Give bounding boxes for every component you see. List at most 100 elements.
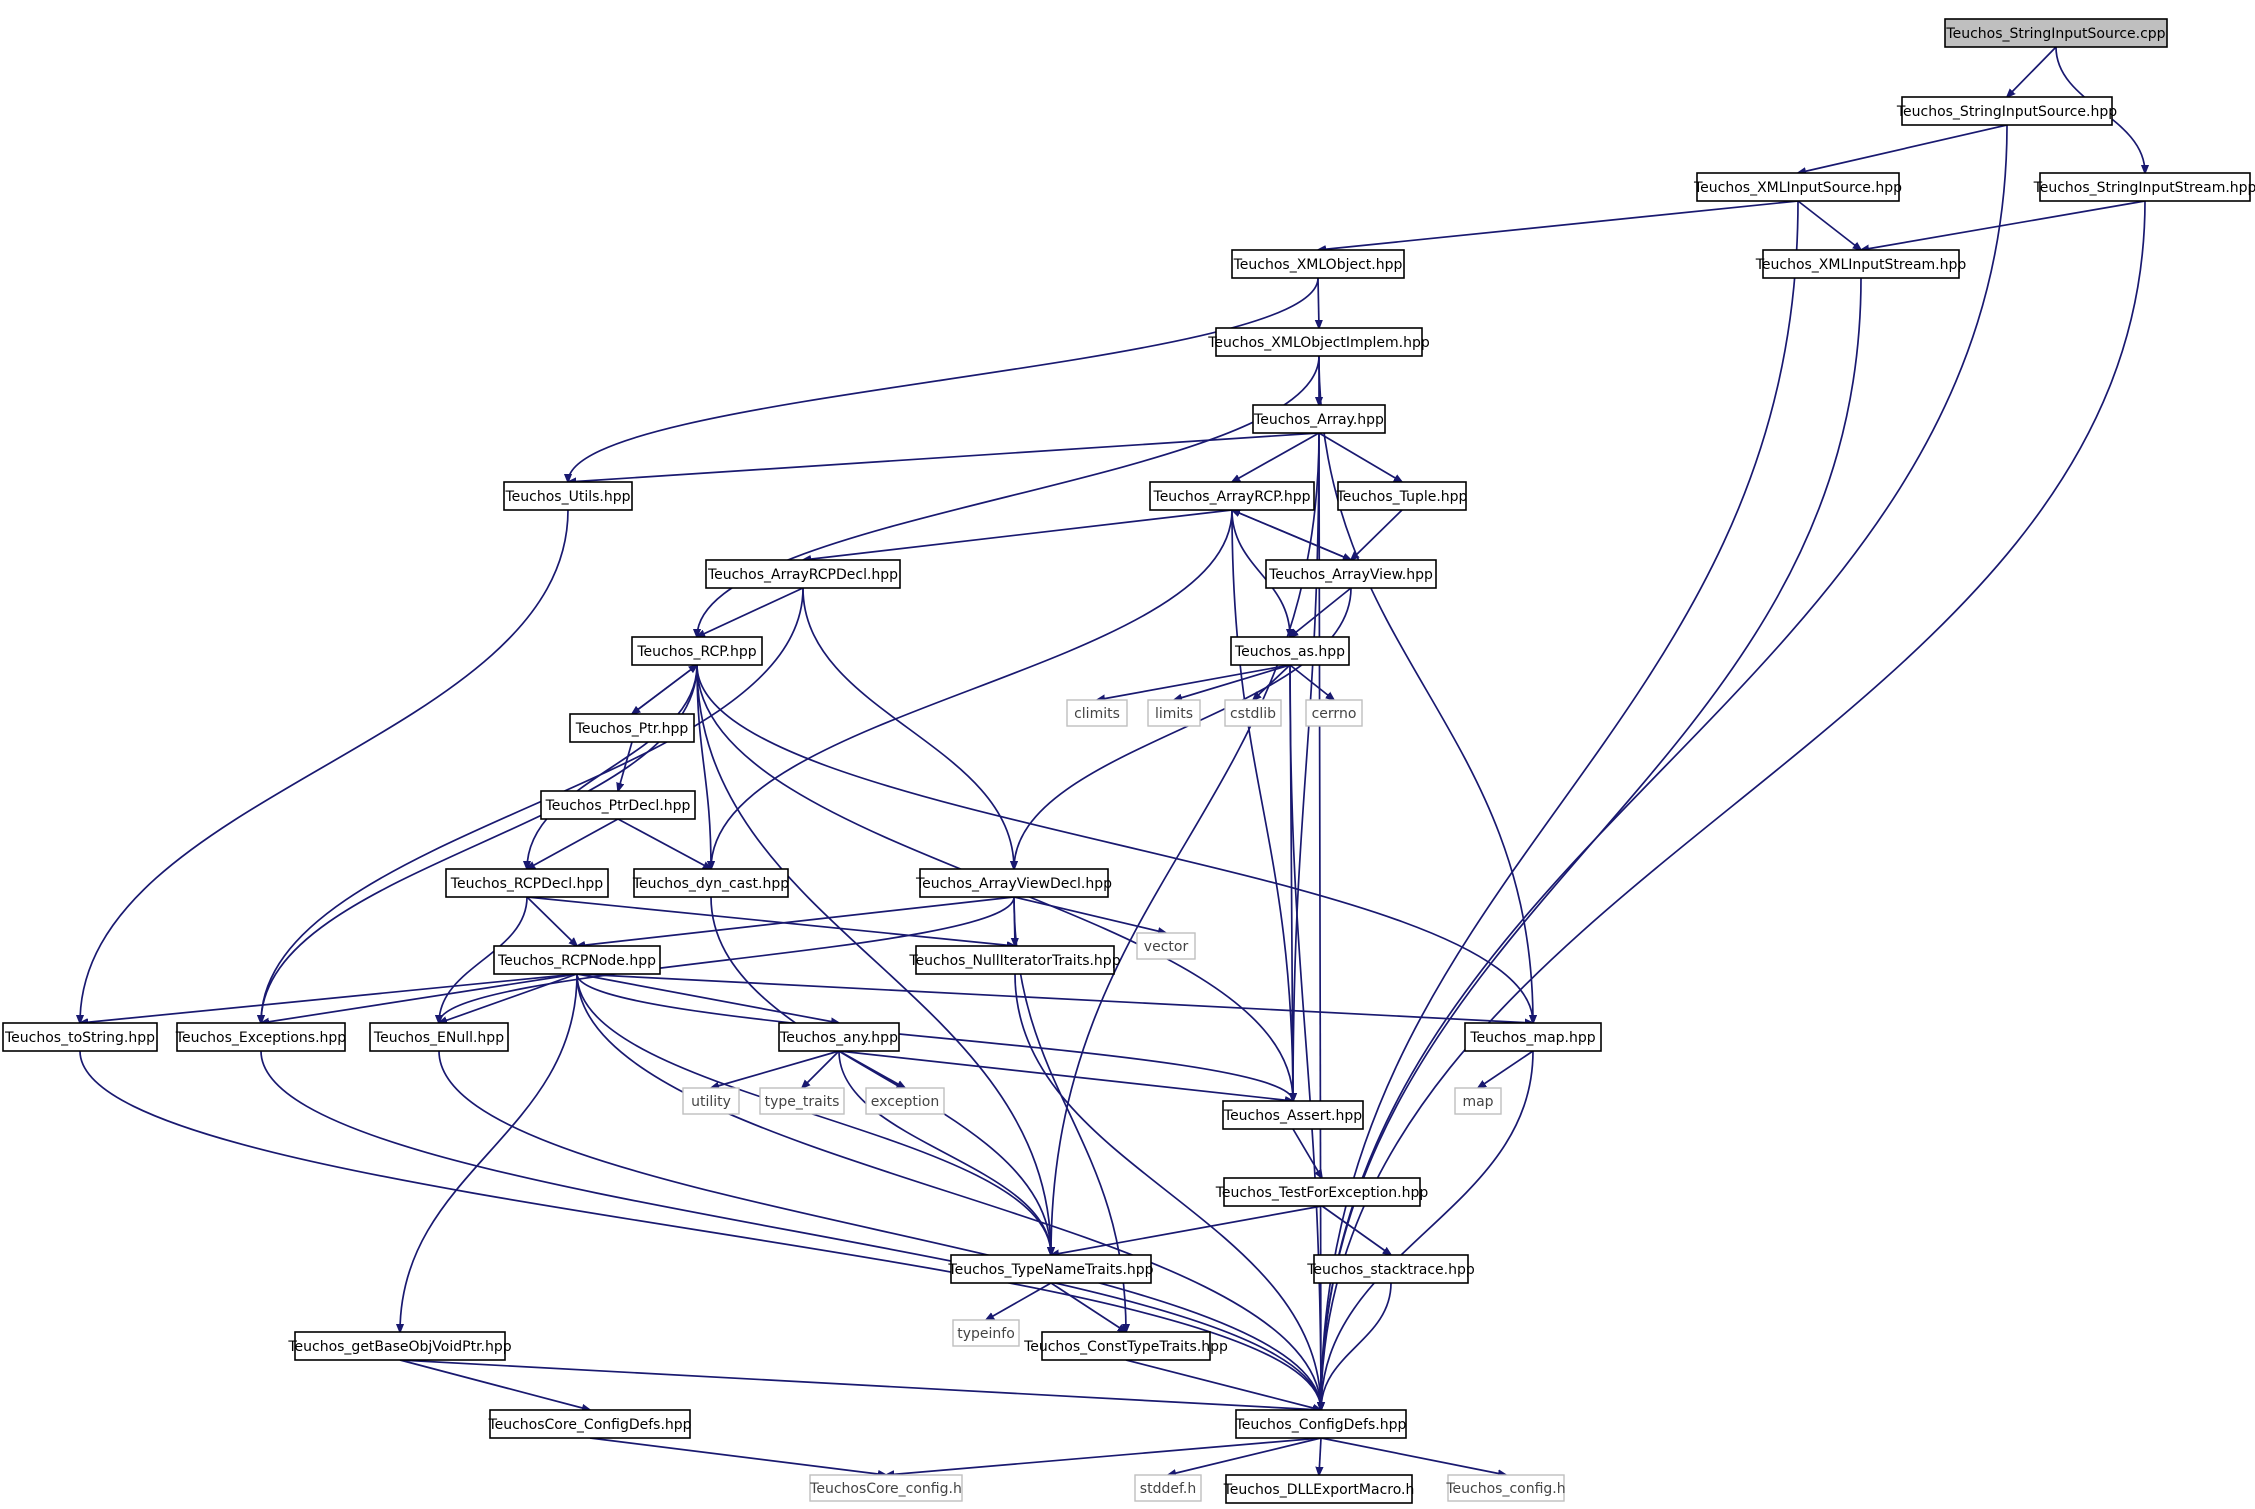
- node-label: map: [1462, 1094, 1493, 1110]
- node-box: [1313, 1254, 1469, 1284]
- edge-n40-to-n43: [399, 1359, 1321, 1410]
- node-teuchos-any-hpp[interactable]: Teuchos_any.hpp: [778, 1022, 900, 1052]
- node-teuchos-stringinputsource-hpp[interactable]: Teuchos_StringInputSource.hpp: [1896, 96, 2117, 126]
- node-teuchos-configdefs-hpp[interactable]: Teuchos_ConfigDefs.hpp: [1235, 1409, 1407, 1439]
- node-teuchos-utils-hpp[interactable]: Teuchos_Utils.hpp: [503, 481, 633, 511]
- node-teuchoscore-configdefs-hpp[interactable]: TeuchosCore_ConfigDefs.hpp: [487, 1409, 692, 1439]
- node-teuchos-xmlobject-hpp[interactable]: Teuchos_XMLObject.hpp: [1231, 249, 1405, 279]
- node-teuchos-exceptions-hpp[interactable]: Teuchos_Exceptions.hpp: [175, 1022, 346, 1052]
- node-stddef-h: stddef.h: [1134, 1474, 1202, 1502]
- node-teuchos-rcp-hpp[interactable]: Teuchos_RCP.hpp: [631, 636, 763, 666]
- node-teuchos-dllexportmacro-h[interactable]: Teuchos_DLLExportMacro.h: [1223, 1474, 1415, 1504]
- node-teuchos-xmlinputsource-hpp[interactable]: Teuchos_XMLInputSource.hpp: [1693, 172, 1902, 202]
- edge-n9-to-n22: [711, 509, 1233, 869]
- node-box: [569, 713, 695, 743]
- node-label: Teuchos_TestForException.hpp: [1215, 1185, 1429, 1201]
- node-teuchos-ptrdecl-hpp[interactable]: Teuchos_PtrDecl.hpp: [540, 790, 696, 820]
- node-teuchos-arrayrcpdecl-hpp[interactable]: Teuchos_ArrayRCPDecl.hpp: [705, 559, 901, 589]
- node-teuchos-enull-hpp[interactable]: Teuchos_ENull.hpp: [369, 1022, 509, 1052]
- node-teuchos-nulliteratortraits-hpp[interactable]: Teuchos_NullIteratorTraits.hpp: [908, 945, 1121, 975]
- node-box: [540, 790, 696, 820]
- node-teuchos-assert-hpp[interactable]: Teuchos_Assert.hpp: [1222, 1100, 1364, 1130]
- node-teuchos-arrayview-hpp[interactable]: Teuchos_ArrayView.hpp: [1265, 559, 1437, 589]
- node-teuchos-dyn-cast-hpp[interactable]: Teuchos_dyn_cast.hpp: [632, 868, 789, 898]
- node-box: [489, 1409, 691, 1439]
- node-box: [445, 868, 609, 898]
- node-teuchos-as-hpp[interactable]: Teuchos_as.hpp: [1230, 636, 1350, 666]
- edge-n7-to-n35: [1293, 432, 1320, 1101]
- edge-n43-to-n47: [1319, 1437, 1321, 1475]
- edge-n12-to-n14: [1290, 587, 1352, 637]
- node-teuchos-stacktrace-hpp[interactable]: Teuchos_stacktrace.hpp: [1306, 1254, 1475, 1284]
- node-box: [369, 1022, 509, 1052]
- node-teuchos-xmlobjectimplem-hpp[interactable]: Teuchos_XMLObjectImplem.hpp: [1207, 327, 1430, 357]
- edge-n12-to-n9: [1232, 510, 1352, 561]
- node-label: Teuchos_XMLObject.hpp: [1233, 257, 1403, 273]
- edge-n38-to-n41: [986, 1282, 1052, 1320]
- node-teuchos-typenametraits-hpp[interactable]: Teuchos_TypeNameTraits.hpp: [947, 1254, 1154, 1284]
- edge-n6-to-n31: [1318, 355, 1533, 1023]
- node-label: Teuchos_ArrayRCPDecl.hpp: [707, 567, 898, 583]
- node-box: [1222, 1100, 1364, 1130]
- node-box: [1696, 172, 1900, 202]
- node-label: Teuchos_Exceptions.hpp: [175, 1030, 346, 1046]
- file-nodes: Teuchos_StringInputSource.cppTeuchos_Str…: [2, 18, 2255, 1504]
- edge-n29-to-n43: [438, 1050, 1321, 1410]
- edge-n30-to-n32: [711, 1050, 840, 1088]
- node-climits: climits: [1066, 699, 1128, 727]
- node-teuchos-arrayviewdecl-hpp[interactable]: Teuchos_ArrayViewDecl.hpp: [915, 868, 1112, 898]
- edge-n12-to-n23: [1014, 587, 1352, 869]
- node-teuchos-rcpdecl-hpp[interactable]: Teuchos_RCPDecl.hpp: [445, 868, 609, 898]
- node-teuchos-ptr-hpp[interactable]: Teuchos_Ptr.hpp: [569, 713, 695, 743]
- edge-n21-to-n24: [526, 896, 577, 946]
- node-teuchos-rcpnode-hpp[interactable]: Teuchos_RCPNode.hpp: [493, 945, 661, 975]
- edge-n43-to-n46: [1168, 1437, 1322, 1475]
- edge-n14-to-n17: [1174, 664, 1291, 700]
- edge-n24-to-n43: [576, 973, 1321, 1410]
- node-teuchos-xmlinputstream-hpp[interactable]: Teuchos_XMLInputStream.hpp: [1755, 249, 1967, 279]
- edge-n20-to-n21: [527, 818, 619, 869]
- node-box: [633, 868, 789, 898]
- node-teuchos-arrayrcp-hpp[interactable]: Teuchos_ArrayRCP.hpp: [1149, 481, 1315, 511]
- node-box: [1447, 1474, 1565, 1502]
- edge-n9-to-n14: [1231, 509, 1290, 637]
- node-cerrno: cerrno: [1305, 699, 1363, 727]
- edge-n25-to-n43: [1014, 973, 1321, 1410]
- node-box: [1762, 249, 1960, 279]
- node-teuchos-consttypetraits-hpp[interactable]: Teuchos_ConstTypeTraits.hpp: [1023, 1331, 1228, 1361]
- node-teuchos-map-hpp[interactable]: Teuchos_map.hpp: [1464, 1022, 1602, 1052]
- node-label: Teuchos_dyn_cast.hpp: [632, 876, 789, 892]
- node-label: cstdlib: [1230, 706, 1276, 722]
- node-label: utility: [691, 1094, 731, 1110]
- node-label: Teuchos_ConfigDefs.hpp: [1235, 1417, 1407, 1433]
- node-teuchos-tostring-hpp[interactable]: Teuchos_toString.hpp: [2, 1022, 158, 1052]
- edge-n8-to-n27: [80, 509, 569, 1023]
- edge-n31-to-n43: [1321, 1050, 1534, 1410]
- node-label: Teuchos_ConstTypeTraits.hpp: [1023, 1339, 1228, 1355]
- node-box: [1147, 699, 1201, 727]
- node-label: Teuchos_RCPNode.hpp: [497, 953, 656, 969]
- node-label: climits: [1074, 706, 1120, 722]
- edge-n40-to-n44: [399, 1359, 590, 1410]
- edge-n15-to-n20: [618, 741, 633, 791]
- node-teuchos-getbaseobjvoidptr-hpp[interactable]: Teuchos_getBaseObjVoidPtr.hpp: [287, 1331, 512, 1361]
- node-box: [493, 945, 661, 975]
- edge-n3-to-n5: [1797, 200, 1861, 250]
- node-box: [1041, 1331, 1211, 1361]
- node-label: Teuchos_stacktrace.hpp: [1306, 1262, 1475, 1278]
- node-teuchos-stringinputstream-hpp[interactable]: Teuchos_StringInputStream.hpp: [2033, 172, 2255, 202]
- node-label: Teuchos_ArrayViewDecl.hpp: [915, 876, 1112, 892]
- node-box: [865, 1087, 945, 1115]
- node-teuchos-testforexception-hpp[interactable]: Teuchos_TestForException.hpp: [1215, 1177, 1429, 1207]
- edge-n30-to-n35: [838, 1050, 1293, 1101]
- edge-n13-to-n38: [696, 664, 1051, 1255]
- edge-n43-to-n45: [886, 1437, 1322, 1475]
- edge-n7-to-n8: [568, 432, 1320, 482]
- edge-n1-to-n3: [1798, 124, 2008, 173]
- node-teuchos-tuple-hpp[interactable]: Teuchos_Tuple.hpp: [1336, 481, 1468, 511]
- edge-n37-to-n38: [1051, 1205, 1323, 1255]
- node-teuchos-stringinputsource-cpp[interactable]: Teuchos_StringInputSource.cpp: [1944, 18, 2168, 48]
- node-box: [503, 481, 633, 511]
- node-teuchos-array-hpp[interactable]: Teuchos_Array.hpp: [1252, 404, 1386, 434]
- edge-n43-to-n48: [1320, 1437, 1506, 1475]
